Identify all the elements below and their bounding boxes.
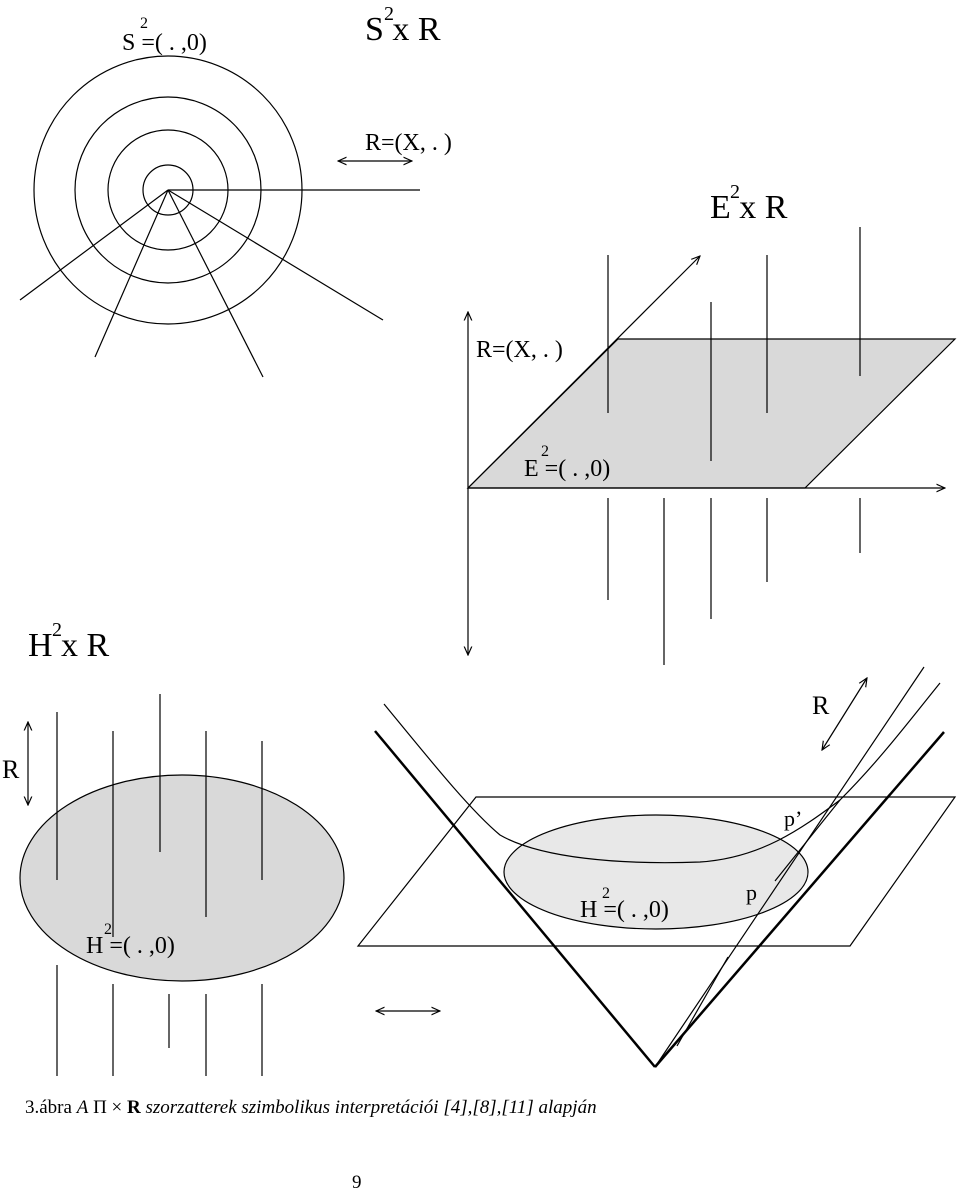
- p-to-pprime-line: [774, 799, 841, 882]
- label-s2xr-sup: 2: [384, 3, 394, 25]
- labels: S =( . ,0) 2 S x R 2 R=(X, . ) E x R 2 R…: [2, 3, 830, 959]
- caption-times: ×: [112, 1097, 123, 1118]
- label-h2xr-sup: 2: [52, 619, 62, 641]
- light-cone-right: [654, 731, 945, 1068]
- label-p: p: [746, 880, 757, 905]
- s2-ray-1: [19, 189, 169, 301]
- e2-diagonal-axis: [467, 256, 700, 489]
- h2-hyperboloid-figure: [356, 666, 957, 1068]
- label-p-prime: p’: [784, 806, 802, 831]
- s2-ray-3: [167, 189, 264, 378]
- e2xr-figure: [467, 227, 957, 665]
- caption-rest: szorzatterek szimbolikus interpretációi …: [146, 1097, 597, 1118]
- label-e2xr-sup: 2: [730, 181, 740, 203]
- h2-plane: [356, 796, 957, 947]
- label-h2-eq-right: H =( . ,0): [580, 897, 669, 923]
- label-e2-eq-sup: 2: [541, 443, 549, 460]
- label-h2-eq-left-sup: 2: [104, 921, 112, 938]
- page-number: 9: [352, 1172, 362, 1192]
- s2xr-figure: [19, 55, 420, 378]
- h2-disk-right: [503, 814, 809, 930]
- label-e2xr: E x R: [710, 189, 788, 226]
- label-h2xr: H x R: [28, 627, 110, 664]
- label-r-left: R: [2, 755, 20, 784]
- caption-pi: Π: [88, 1097, 111, 1118]
- label-s2-eq: S =( . ,0): [122, 30, 207, 56]
- label-h2-eq-left: H =( . ,0): [86, 933, 175, 959]
- label-h2-eq-right-sup: 2: [602, 885, 610, 902]
- caption-a: A: [75, 1097, 89, 1118]
- h2-disk-left: [19, 774, 345, 982]
- figure-caption: 3.ábra A Π × R szorzatterek szimbolikus …: [25, 1097, 597, 1118]
- label-r-right: R: [812, 691, 830, 720]
- hyperboloid-sheet: [383, 682, 941, 864]
- label-r-x-top: R=(X, . ): [365, 130, 452, 156]
- h2-right-r-arrow: [822, 678, 867, 750]
- caption-r: R: [122, 1097, 145, 1118]
- projection-line: [654, 666, 925, 1068]
- s2-ray-2: [94, 189, 169, 358]
- label-r-x-mid: R=(X, . ): [476, 337, 563, 363]
- label-s2-eq-sup: 2: [140, 15, 148, 32]
- label-e2-eq: E =( . ,0): [524, 456, 610, 482]
- projection-inner: [676, 956, 729, 1047]
- label-s2xr: S x R: [365, 11, 441, 48]
- caption-prefix: 3.ábra: [25, 1097, 77, 1118]
- light-cone-left: [374, 730, 656, 1068]
- s2-ray-4: [167, 189, 384, 321]
- h2xr-left-figure: [19, 694, 345, 1076]
